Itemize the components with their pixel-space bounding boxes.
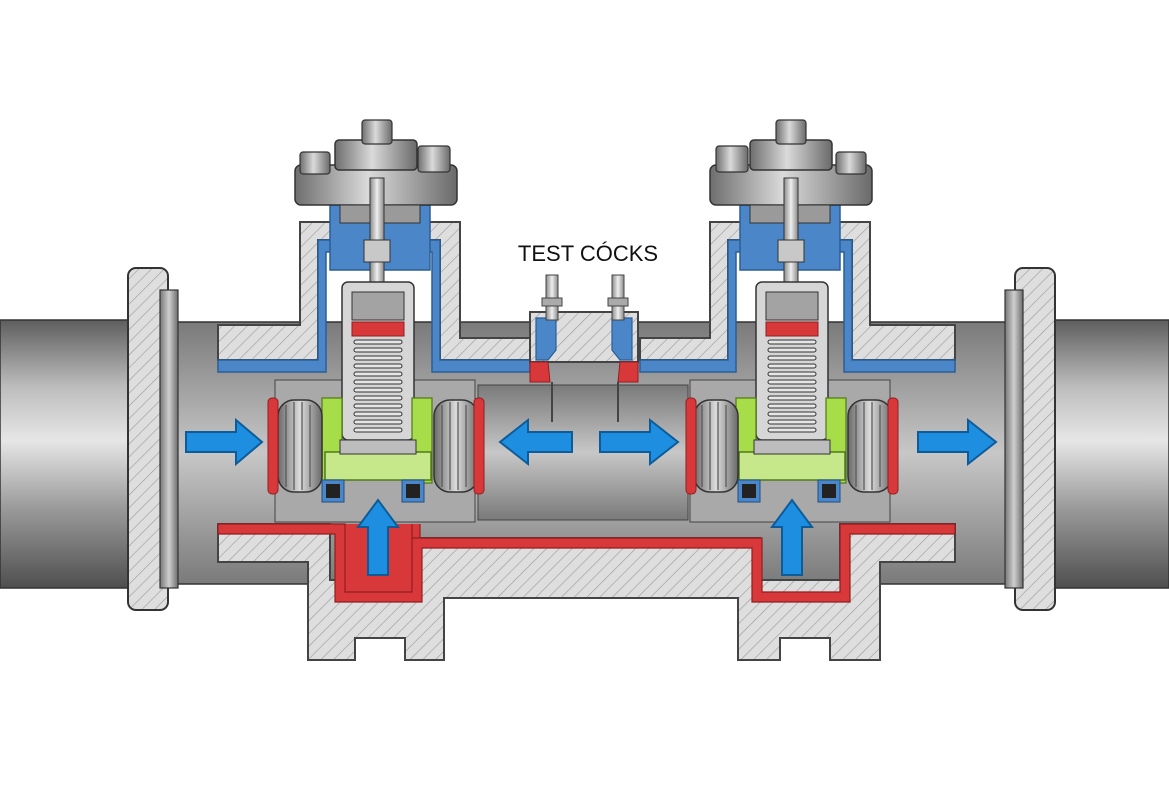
flow-arrow-icon [917, 417, 998, 467]
blue-gasket-left [737, 479, 761, 503]
test-cock-left [541, 274, 563, 422]
seat-ring-right [433, 397, 485, 495]
valve-stem [783, 177, 799, 289]
flow-arrow-icon [498, 417, 573, 467]
outlet-flange [1004, 267, 1056, 611]
red-seal-channel [217, 523, 956, 603]
seat-ring-right [847, 397, 899, 495]
flow-arrow-icon [770, 498, 814, 576]
hex-bolt-icon [361, 119, 393, 145]
hex-bolt-icon [417, 145, 451, 173]
test-cock-right [607, 274, 629, 422]
flow-arrow-icon [599, 417, 680, 467]
hex-bolt-icon [715, 145, 749, 173]
seat-ring-left [685, 397, 739, 495]
hex-bolt-icon [835, 151, 867, 175]
valve-stem [369, 177, 385, 289]
blue-gasket-right [817, 479, 841, 503]
outlet-pipe [1039, 319, 1169, 589]
red-seal [351, 321, 405, 337]
second-check-valve [685, 119, 899, 503]
red-seal [765, 321, 819, 337]
first-check-valve [267, 119, 485, 503]
test-cocks-label: TEST CÓCKS [518, 241, 658, 266]
bottom-casting [217, 523, 956, 661]
test-cock-block [529, 274, 639, 422]
valve-disc [738, 451, 846, 481]
inlet-flange [127, 267, 179, 611]
flow-arrow-icon [356, 498, 400, 576]
blue-gasket-right [401, 479, 425, 503]
valve-disc [324, 451, 432, 481]
coil-spring-icon [767, 339, 817, 433]
flow-arrow-icon [185, 417, 264, 467]
inlet-pipe [0, 319, 141, 589]
coil-spring-icon [353, 339, 403, 433]
hex-bolt-icon [775, 119, 807, 145]
seat-ring-left [267, 397, 323, 495]
blue-gasket-left [321, 479, 345, 503]
hex-bolt-icon [299, 151, 331, 175]
